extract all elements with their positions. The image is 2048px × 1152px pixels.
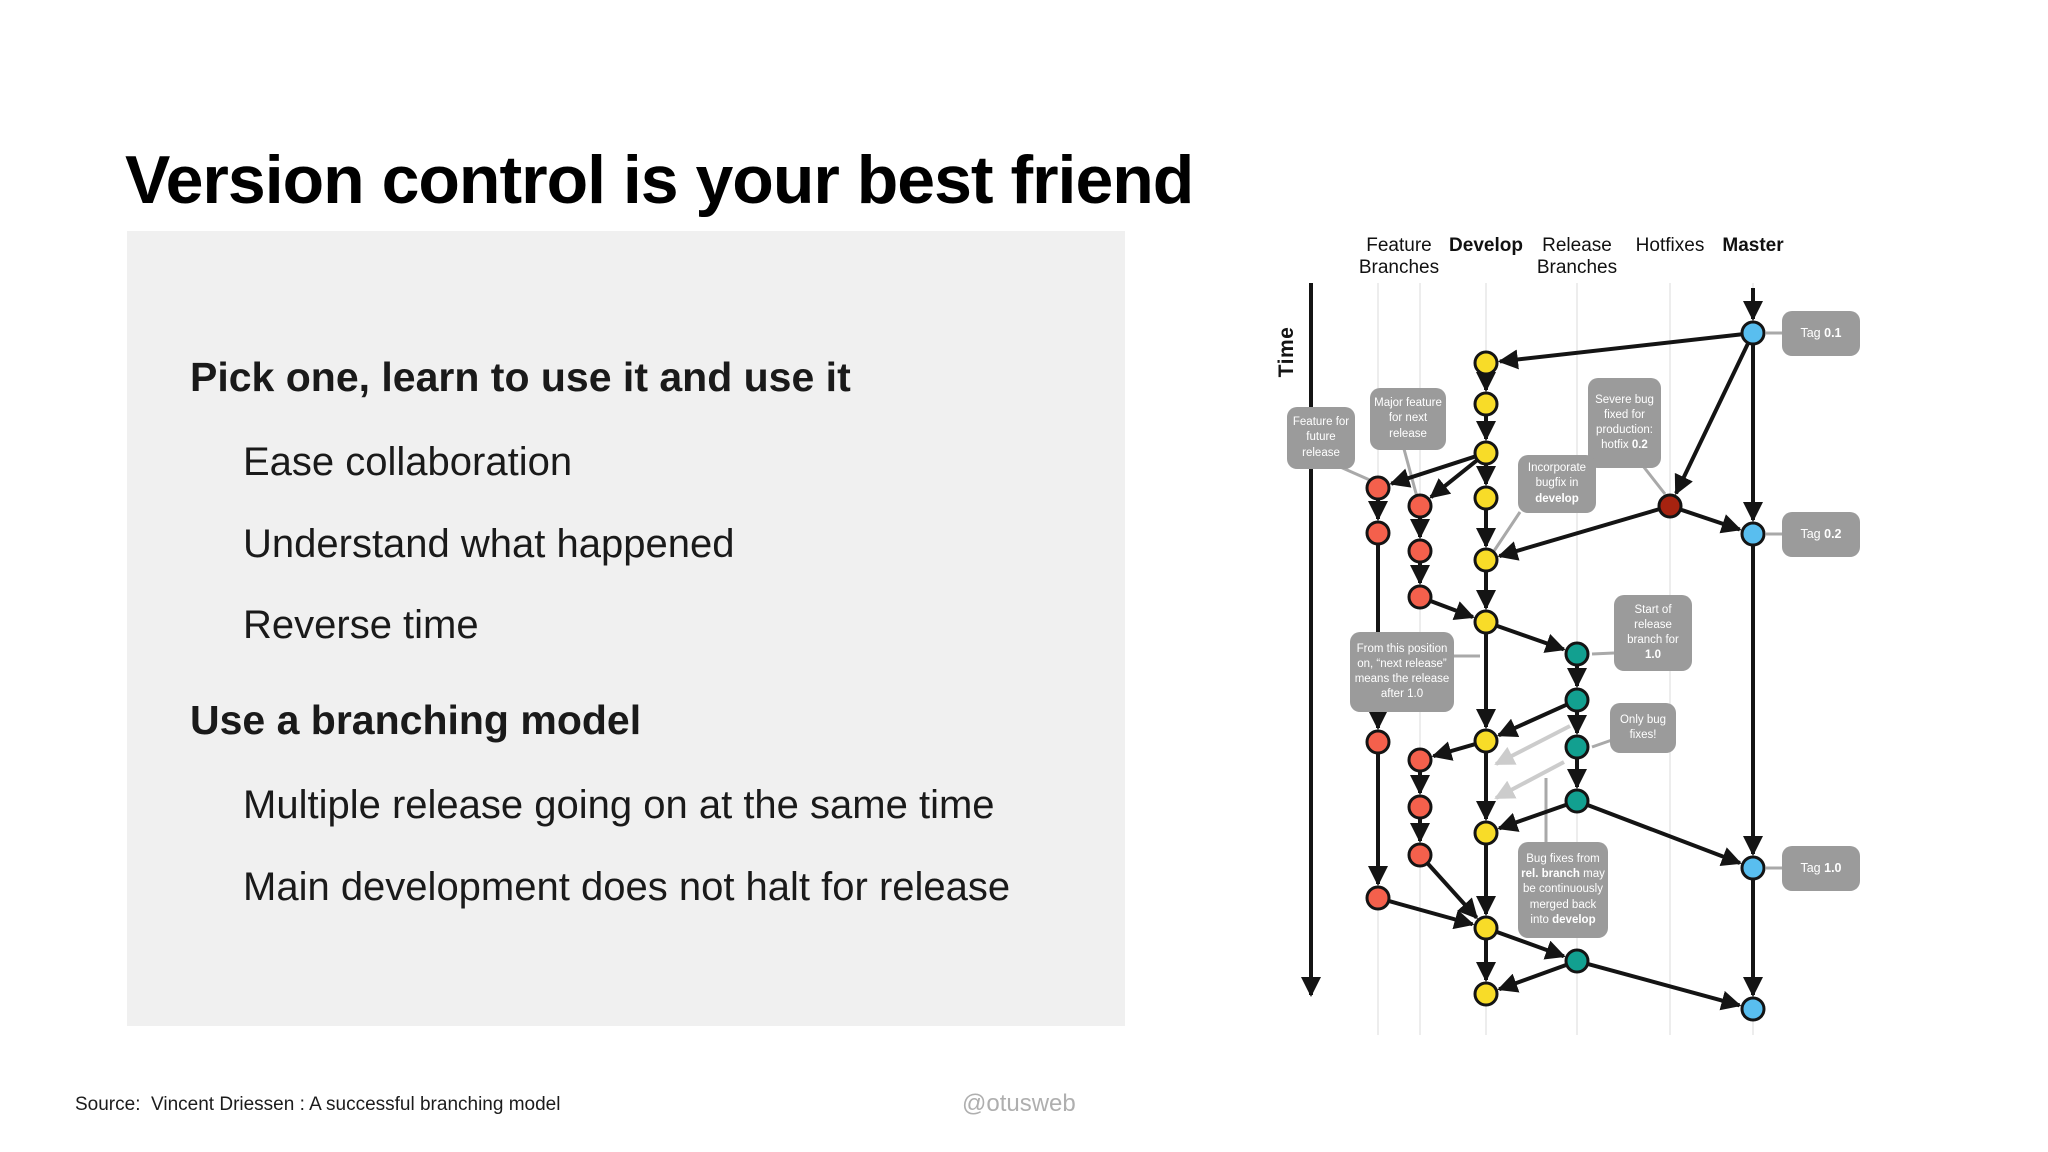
merge-back-gray-arrow <box>1494 724 1571 766</box>
commit-node-feature <box>1365 520 1391 546</box>
column-header-master: Master <box>1722 235 1784 256</box>
commit-node-develop <box>1473 547 1499 573</box>
commit-node-feature <box>1365 475 1391 501</box>
footer-source: Source: Vincent Driessen : A successful … <box>75 1094 561 1115</box>
footer-handle: @otusweb <box>962 1090 1076 1117</box>
commit-node-develop <box>1473 728 1499 754</box>
commit-edge-arrow <box>1587 803 1742 866</box>
commit-edge-arrow <box>1496 624 1566 653</box>
commit-node-feature <box>1365 885 1391 911</box>
commit-edge-arrow <box>1431 741 1476 761</box>
commit-node-master <box>1740 521 1766 547</box>
callout-connector-line <box>1591 651 1615 656</box>
commit-node-feature <box>1407 493 1433 519</box>
commit-edge-arrow <box>1389 454 1476 488</box>
callout-connector-line <box>1641 465 1667 495</box>
commit-node-hotfix <box>1657 493 1683 519</box>
commit-node-develop <box>1473 485 1499 511</box>
commit-node-master <box>1740 996 1766 1022</box>
commit-edge-arrow <box>1496 703 1567 738</box>
callout-connector-line <box>1591 738 1613 749</box>
commit-node-feature <box>1407 747 1433 773</box>
commit-edge-arrow <box>1429 458 1478 499</box>
column-header-develop: Develop <box>1449 235 1523 256</box>
commit-edge-arrow <box>1497 507 1660 561</box>
callout-connector-line <box>1492 511 1522 552</box>
commit-node-develop <box>1473 820 1499 846</box>
commit-node-feature <box>1407 794 1433 820</box>
callout-tag-0-1: Tag 0.1 <box>1782 311 1860 356</box>
commit-node-release <box>1564 788 1590 814</box>
commit-edge-arrow <box>1497 963 1567 993</box>
commit-node-release <box>1564 687 1590 713</box>
time-axis-label: Time <box>1275 326 1298 378</box>
commit-edge-arrow <box>1680 507 1742 534</box>
commit-node-master <box>1740 855 1766 881</box>
bullet-item: Main development does not halt for relea… <box>243 865 1011 909</box>
bullet-heading: Pick one, learn to use it and use it <box>190 354 851 400</box>
commit-node-feature <box>1407 538 1433 564</box>
page-title: Version control is your best friend <box>125 141 1194 218</box>
commit-edge-arrow <box>1426 862 1479 920</box>
callout-tag-0-2: Tag 0.2 <box>1782 512 1860 557</box>
bullet-item: Reverse time <box>243 603 479 647</box>
bullet-heading: Use a branching model <box>190 697 642 743</box>
commit-node-feature <box>1407 584 1433 610</box>
commit-edge-arrow <box>1497 332 1742 370</box>
column-header-release: Release Branches <box>1536 235 1618 279</box>
commit-edge-arrow <box>1389 899 1475 930</box>
commit-node-develop <box>1473 440 1499 466</box>
merge-back-gray-arrow <box>1494 760 1565 800</box>
commit-edge-arrow <box>1674 342 1750 496</box>
commit-node-release <box>1564 734 1590 760</box>
commit-edge-arrow <box>1497 803 1567 832</box>
commit-node-develop <box>1473 391 1499 417</box>
commit-node-feature <box>1365 729 1391 755</box>
bullet-panel: Pick one, learn to use it and use it Ease… <box>127 231 1125 1026</box>
commit-node-master <box>1740 320 1766 346</box>
commit-node-develop <box>1473 981 1499 1007</box>
bullet-item: Understand what happened <box>243 522 735 566</box>
commit-node-feature <box>1407 842 1433 868</box>
commit-node-develop <box>1473 915 1499 941</box>
callout-connector-line <box>1402 448 1419 498</box>
column-header-feature: Feature Branches <box>1358 235 1440 279</box>
commit-edge-arrow <box>1496 930 1566 960</box>
commit-node-release <box>1564 641 1590 667</box>
commit-node-release <box>1564 948 1590 974</box>
commit-edge-arrow <box>1588 962 1742 1011</box>
commit-edge-arrow <box>1430 599 1475 621</box>
bullet-item: Ease collaboration <box>243 440 573 484</box>
commit-node-develop <box>1473 350 1499 376</box>
column-header-hotfixes: Hotfixes <box>1635 235 1705 256</box>
bullet-item: Multiple release going on at the same ti… <box>243 783 995 827</box>
commit-node-develop <box>1473 609 1499 635</box>
callout-tag-1-0: Tag 1.0 <box>1782 846 1860 891</box>
